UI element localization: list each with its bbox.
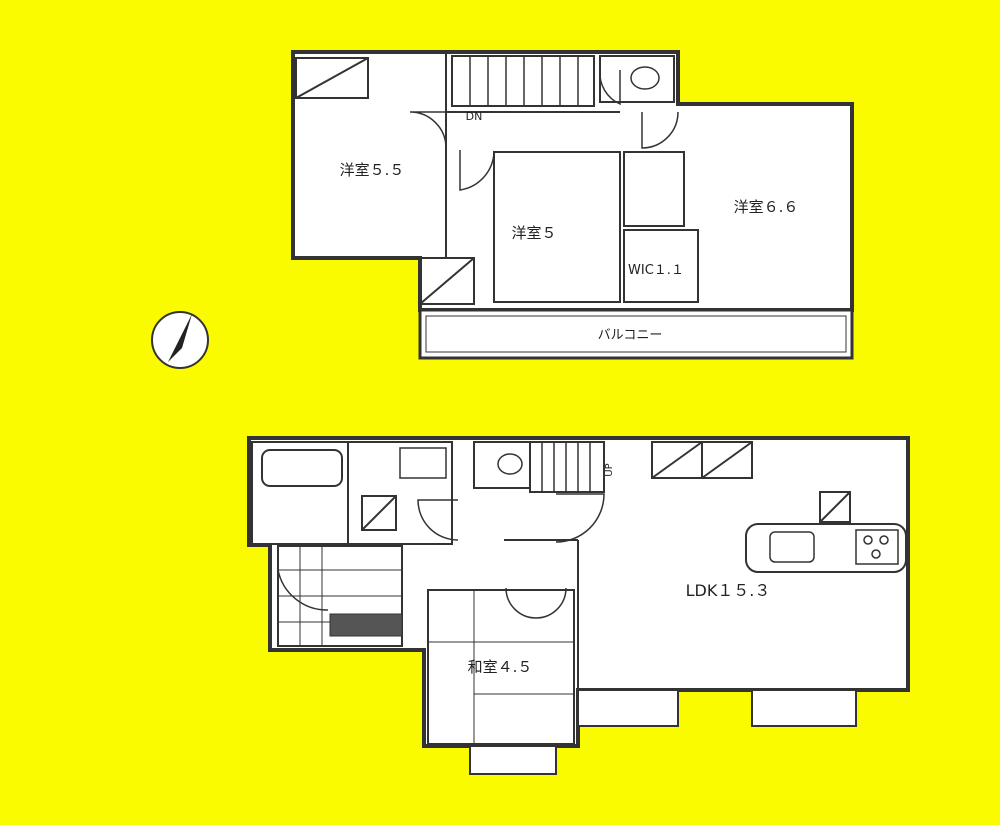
stairs-upper (451, 55, 595, 107)
stair-label-up: UP (604, 463, 615, 476)
stairs-lower (529, 441, 605, 493)
kitchen-sink-icon (769, 531, 815, 563)
room-label-balcony: バルコニー (598, 328, 663, 343)
refrigerator-icon (819, 491, 851, 523)
room-label-western-5: 洋室５ (511, 224, 556, 242)
stair-label-down: DN (466, 110, 483, 123)
shoe-cabinet (329, 613, 403, 637)
bathtub-icon (261, 449, 343, 487)
balcony (418, 308, 854, 360)
upper-floor-outline (291, 50, 854, 312)
upper-floor (291, 50, 854, 360)
north-arrow-icon (151, 311, 209, 369)
washbasin-icon (399, 447, 447, 479)
stove-icon (855, 529, 899, 565)
toilet-icon (630, 66, 660, 90)
room-label-japanese: 和室４.５ (468, 658, 533, 676)
room-label-western-6-6: 洋室６.６ (734, 198, 799, 216)
room-label-ldk: LDK１５.３ (686, 581, 771, 600)
room-label-wic: WIC１.１ (628, 263, 684, 278)
room-label-western-5-5: 洋室５.５ (340, 161, 405, 179)
washing-machine-icon (361, 495, 397, 531)
lower-floor (247, 436, 910, 775)
toilet-icon-lower (497, 453, 523, 475)
porch (469, 745, 557, 775)
